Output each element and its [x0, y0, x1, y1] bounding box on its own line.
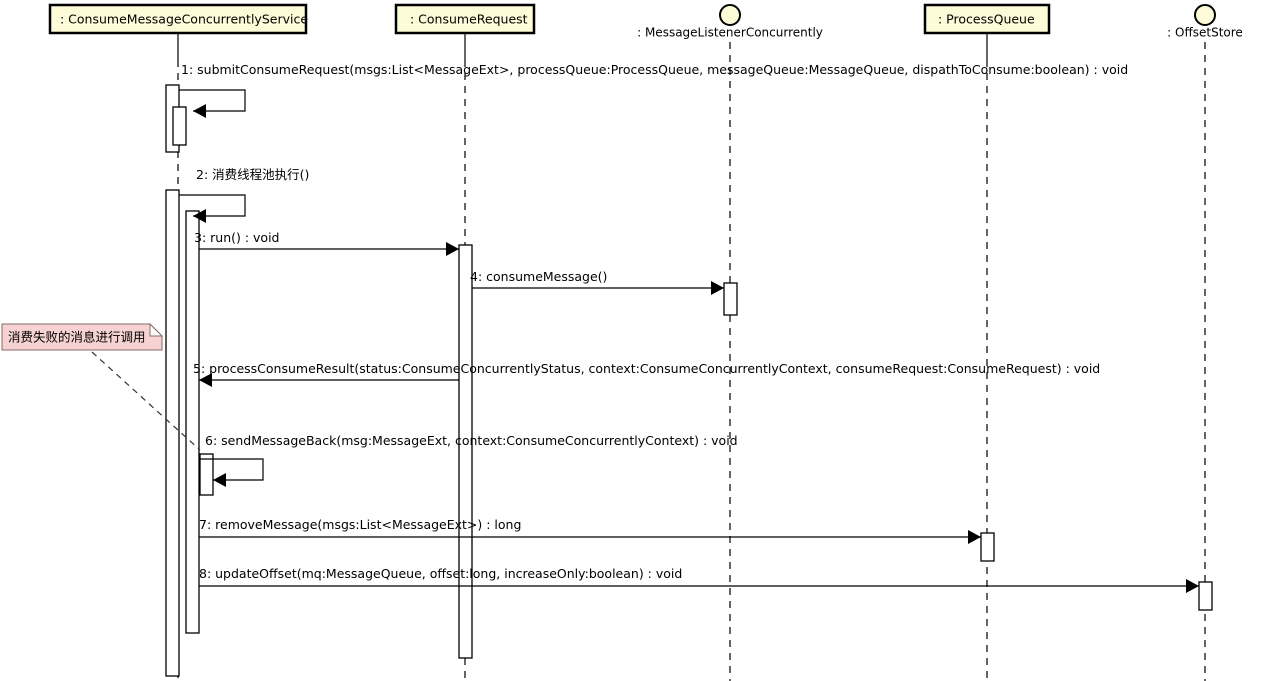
note-consume-failed-box[interactable] [1, 323, 163, 351]
message-1-line [179, 89, 246, 112]
lifelines-layer: : ConsumeMessageConcurrentlyService : Co… [48, 3, 1243, 681]
activation-service-6-nested[interactable] [199, 453, 214, 496]
message-2-arrowhead-icon [193, 209, 206, 223]
message-5-label: 5: processConsumeResult(status:ConsumeCo… [193, 361, 1100, 376]
message-6[interactable]: 6: sendMessageBack(msg:MessageExt, conte… [199, 433, 738, 487]
message-1-label: 1: submitConsumeRequest(msgs:List<Messag… [181, 62, 1128, 77]
message-8[interactable]: 8: updateOffset(mq:MessageQueue, offset:… [199, 566, 1199, 593]
message-1-arrowhead-icon [193, 104, 206, 118]
lifeline-processqueue-label: : ProcessQueue [938, 12, 1035, 27]
activations-layer [165, 84, 1213, 677]
lifeline-service[interactable]: : ConsumeMessageConcurrentlyService [48, 3, 308, 35]
message-3[interactable]: 3: run() : void [194, 230, 459, 256]
note-anchor-line [91, 351, 201, 451]
activation-service-2-nested[interactable] [185, 210, 200, 634]
activation-processqueue[interactable] [980, 532, 995, 562]
note-fold-corner-icon [149, 322, 164, 337]
message-8-arrowhead-icon [1186, 579, 1199, 593]
lifeline-offsetstore-label: : OffsetStore [1167, 26, 1243, 40]
message-2[interactable]: 2: 消费线程池执行() [179, 167, 309, 223]
message-8-label: 8: updateOffset(mq:MessageQueue, offset:… [199, 566, 682, 581]
message-6-line [199, 458, 264, 481]
lifeline-listener[interactable]: : MessageListenerConcurrently [637, 4, 823, 40]
message-4-arrowhead-icon [711, 281, 724, 295]
lifeline-processqueue[interactable]: : ProcessQueue [923, 3, 1051, 35]
message-6-arrowhead-icon [213, 473, 226, 487]
message-7[interactable]: 7: removeMessage(msgs:List<MessageExt>) … [199, 517, 981, 544]
lifeline-offsetstore[interactable]: : OffsetStore [1167, 4, 1243, 40]
activation-service-1-nested[interactable] [172, 106, 187, 146]
message-5[interactable]: 5: processConsumeResult(status:ConsumeCo… [193, 361, 1100, 387]
activation-consumerequest[interactable] [458, 244, 473, 659]
message-3-label: 3: run() : void [194, 230, 280, 245]
message-4[interactable]: 4: consumeMessage() [470, 269, 724, 295]
activation-offsetstore[interactable] [1198, 581, 1213, 611]
lifeline-offsetstore-ball-icon[interactable] [1194, 4, 1216, 26]
note-consume-failed[interactable]: 消费失败的消息进行调用 [1, 322, 201, 451]
activation-service-2[interactable] [165, 189, 180, 677]
message-5-arrowhead-icon [199, 373, 212, 387]
message-6-label: 6: sendMessageBack(msg:MessageExt, conte… [205, 433, 738, 448]
lifeline-consumerequest[interactable]: : ConsumeRequest [394, 3, 536, 35]
lifeline-service-label: : ConsumeMessageConcurrentlyService [60, 12, 308, 27]
message-2-label: 2: 消费线程池执行() [196, 167, 309, 182]
note-consume-failed-text: 消费失败的消息进行调用 [8, 330, 146, 345]
message-1[interactable]: 1: submitConsumeRequest(msgs:List<Messag… [179, 62, 1128, 118]
message-4-label: 4: consumeMessage() [470, 269, 607, 284]
lifeline-consumerequest-label: : ConsumeRequest [410, 12, 528, 27]
message-2-line [179, 194, 246, 217]
lifeline-listener-ball-icon[interactable] [719, 4, 741, 26]
lifeline-listener-label: : MessageListenerConcurrently [637, 26, 823, 40]
message-7-arrowhead-icon [968, 530, 981, 544]
message-3-arrowhead-icon [446, 242, 459, 256]
messages-layer: 1: submitConsumeRequest(msgs:List<Messag… [179, 62, 1199, 593]
activation-listener[interactable] [723, 282, 738, 316]
message-7-label: 7: removeMessage(msgs:List<MessageExt>) … [199, 517, 521, 532]
